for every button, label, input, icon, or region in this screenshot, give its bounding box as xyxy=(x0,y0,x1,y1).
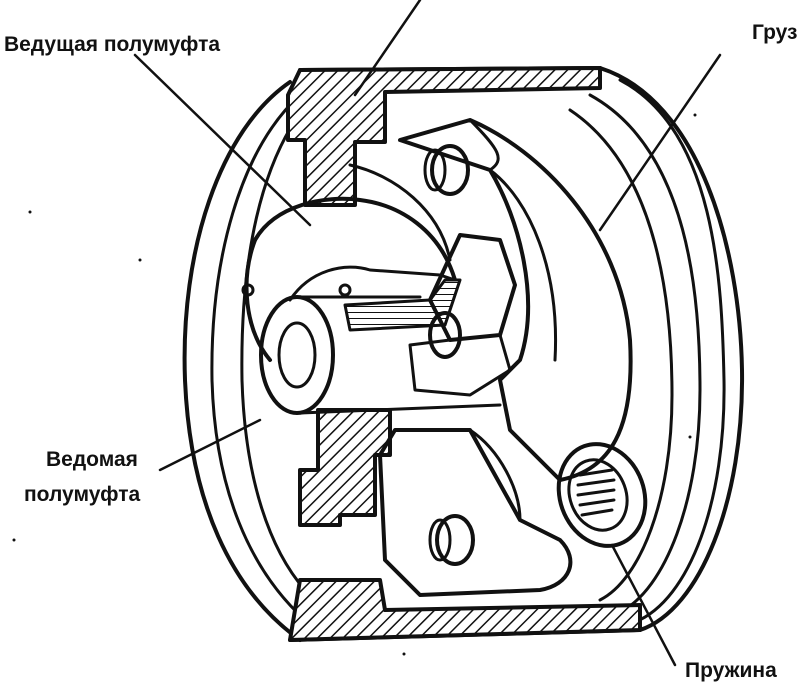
pins xyxy=(423,144,475,566)
weight-block-lower xyxy=(378,428,573,597)
label-drive-half: Ведущая полумуфта xyxy=(4,33,221,56)
spring xyxy=(556,442,648,548)
driven-half-shaft xyxy=(259,295,502,415)
drum-outer-rims xyxy=(568,66,745,632)
label-driven-half-line1: Ведомая xyxy=(46,448,138,471)
scan-speckles xyxy=(12,113,697,656)
drum-section-bottom-rim xyxy=(288,578,642,642)
weight-block xyxy=(398,118,633,482)
label-spring: Пружина xyxy=(685,659,777,682)
drum-section-top xyxy=(286,66,602,207)
label-driven-half-line2: полумуфта xyxy=(24,483,141,506)
drum-left-face xyxy=(182,80,312,642)
hex-nut xyxy=(408,233,517,397)
leader-lines xyxy=(133,0,722,667)
label-weight: Груз xyxy=(752,21,798,44)
drum-section-bottom xyxy=(298,408,392,527)
